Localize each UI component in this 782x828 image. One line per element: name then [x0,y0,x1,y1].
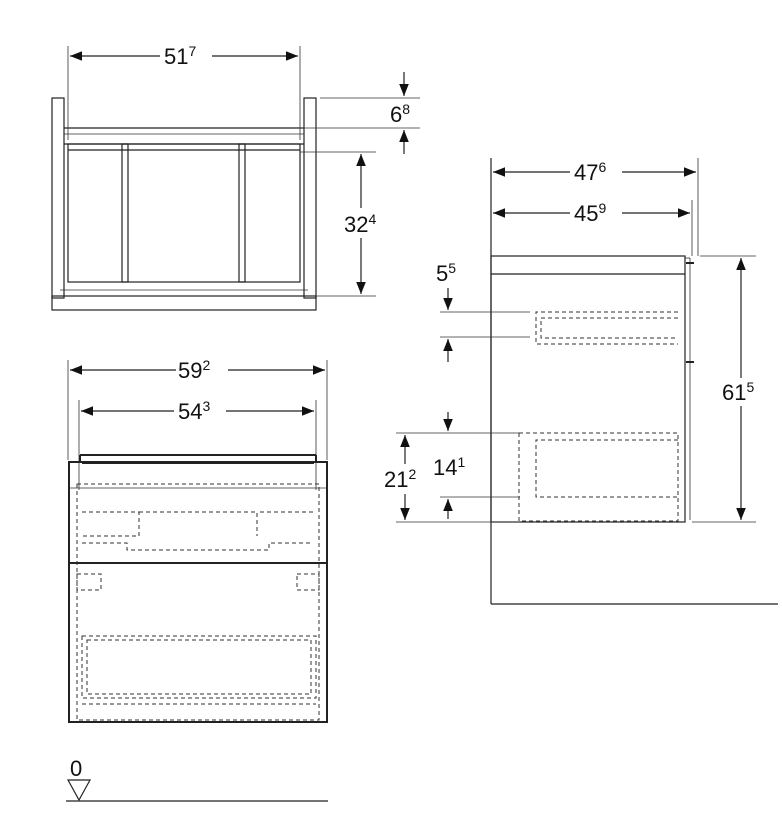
dimension-top-depth: 324 [344,211,376,237]
dimension-front-width: 592 [178,357,210,383]
dimension-top-drawer-offset: 55 [436,260,456,286]
dimension-side-depth: 476 [574,159,606,185]
dimension-front-inner-width: 543 [178,398,210,424]
dimension-top-rim: 68 [390,101,410,127]
dimension-top-width: 517 [164,43,196,69]
level-triangle-icon [66,779,92,802]
floor-level-marker: 0 [66,756,328,802]
floor-level-label: 0 [70,756,82,781]
side-view: 476 459 55 615 212 141 [384,158,778,605]
dimension-side-height: 615 [722,379,754,405]
dimension-side-inner-depth: 459 [574,200,606,226]
dimension-bottom-drawer-height: 212 [384,466,416,492]
dimension-bottom-drawer-inner: 141 [433,454,465,480]
front-view: 592 543 [67,356,328,723]
top-view: 517 68 324 [51,42,420,311]
